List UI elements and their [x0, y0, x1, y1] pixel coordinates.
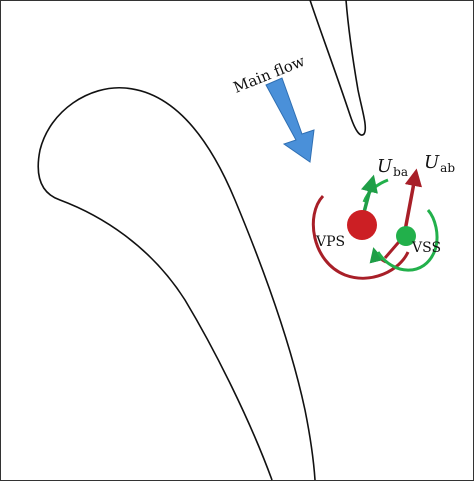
- blade-profile-left: [37, 87, 316, 481]
- vss-label: VSS: [411, 240, 441, 256]
- main-flow-arrow: [265, 77, 315, 163]
- velocity-ab-label: Uab: [424, 152, 455, 175]
- velocity-ab-arrow: [402, 168, 423, 237]
- velocity-ba-subscript: ba: [393, 165, 408, 179]
- velocity-ba-symbol: U: [377, 156, 393, 177]
- vss-vortex-dot: [396, 226, 416, 246]
- velocity-ab-symbol: U: [424, 152, 440, 173]
- velocity-ab-subscript: ab: [440, 161, 455, 175]
- velocity-ba-label: Uba: [377, 156, 408, 179]
- vps-label: VPS: [315, 234, 345, 250]
- blade-profile-top: [309, 0, 367, 136]
- vps-vortex-dot: [347, 210, 377, 240]
